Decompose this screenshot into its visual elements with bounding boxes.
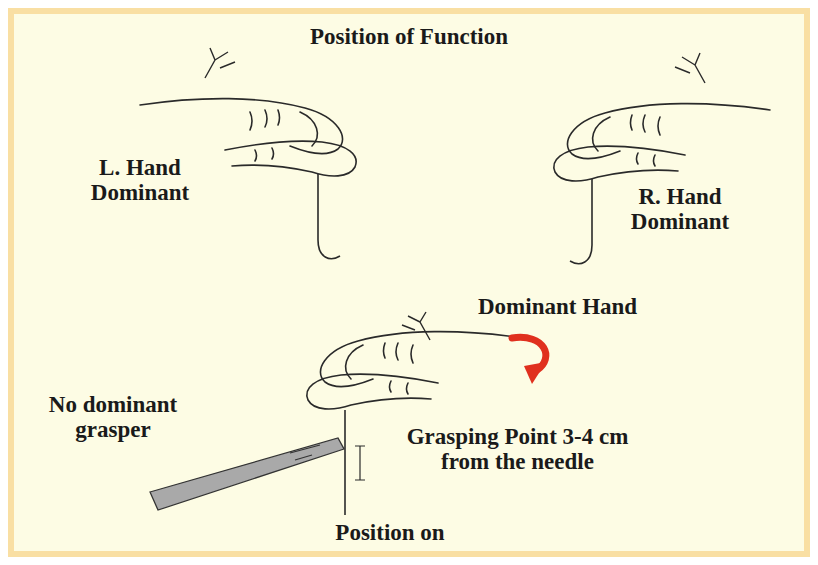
suture-thread <box>570 179 592 264</box>
hair <box>402 312 430 340</box>
callout-label: No dominant grasper <box>28 392 198 443</box>
title: Position of Function <box>209 24 609 49</box>
suture-thread <box>344 410 346 515</box>
callout-label: Grasping Point 3-4 cm from the needle <box>385 424 650 475</box>
dominant-hand <box>307 332 523 409</box>
right-hand <box>554 104 770 181</box>
dimension-marker <box>355 446 365 480</box>
callout-label: L. Hand Dominant <box>65 155 215 206</box>
grasper-jaw <box>290 445 320 460</box>
callout-label: Dominant Hand <box>478 294 708 319</box>
hair <box>675 53 705 83</box>
frame <box>8 8 810 557</box>
callout-label: Position on <box>300 520 480 545</box>
hair <box>205 48 235 78</box>
suture-thread <box>318 174 340 259</box>
arrow-head <box>524 362 546 384</box>
grasper <box>150 438 344 510</box>
callout-label: R. Hand Dominant <box>600 184 760 235</box>
